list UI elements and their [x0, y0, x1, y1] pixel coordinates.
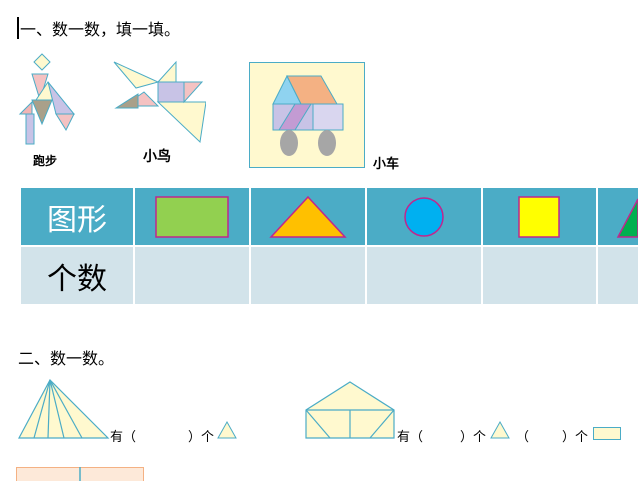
figure-label-car: 小车	[373, 157, 400, 172]
q2-suffix-2: ）个	[562, 430, 589, 445]
q1-prefix: 有（	[110, 430, 137, 445]
cell-rectangle	[133, 186, 252, 247]
figure-label-runner: 跑步	[33, 154, 58, 168]
partial-triangle-shape	[616, 198, 638, 238]
triangle-shape	[269, 195, 347, 238]
shape-row-label: 图形	[18, 186, 136, 247]
circle-shape	[404, 196, 444, 237]
q1-answer-blank[interactable]	[140, 424, 186, 442]
tangram-runner-icon	[18, 52, 78, 152]
count-cell-rectangle[interactable]	[133, 245, 252, 306]
q2-answer-blank-triangle[interactable]	[428, 424, 458, 442]
count-cell-triangle[interactable]	[249, 245, 368, 306]
count-cell-square[interactable]	[480, 245, 598, 306]
q2-middle-suffix: ）个	[460, 430, 487, 445]
figure-label-bird: 小鸟	[143, 149, 171, 165]
count-cell-circle[interactable]	[365, 245, 483, 306]
cell-circle	[365, 186, 483, 247]
cell-triangle	[249, 186, 368, 247]
partial-bottom-figure	[16, 466, 146, 485]
count-row: 个数	[18, 245, 640, 306]
small-rectangle-icon	[593, 425, 621, 444]
rectangle-shape	[155, 195, 229, 238]
trapezoid-figure	[304, 380, 396, 444]
shape-count-table: 图形 个数	[18, 186, 640, 306]
cell-square	[480, 186, 598, 247]
q2-answer-blank-rectangle[interactable]	[530, 424, 560, 442]
tangram-bird-icon	[110, 58, 207, 148]
text-cursor	[17, 17, 19, 39]
small-triangle-icon	[217, 420, 237, 443]
count-cell-partial[interactable]	[595, 245, 640, 306]
tangram-car-icon	[249, 62, 365, 172]
cell-partial-triangle	[595, 186, 640, 247]
section1-heading: 一、数一数，填一填。	[20, 20, 181, 39]
shape-row: 图形	[18, 186, 640, 247]
small-triangle-icon-2	[490, 420, 510, 443]
q2-open-2: （	[516, 430, 530, 445]
square-shape	[518, 195, 561, 238]
count-row-label: 个数	[18, 245, 136, 306]
section2-heading: 二、数一数。	[18, 349, 115, 368]
q2-prefix: 有（	[397, 430, 424, 445]
q1-suffix: ）个	[188, 430, 215, 445]
fan-triangle-figure	[17, 378, 110, 444]
